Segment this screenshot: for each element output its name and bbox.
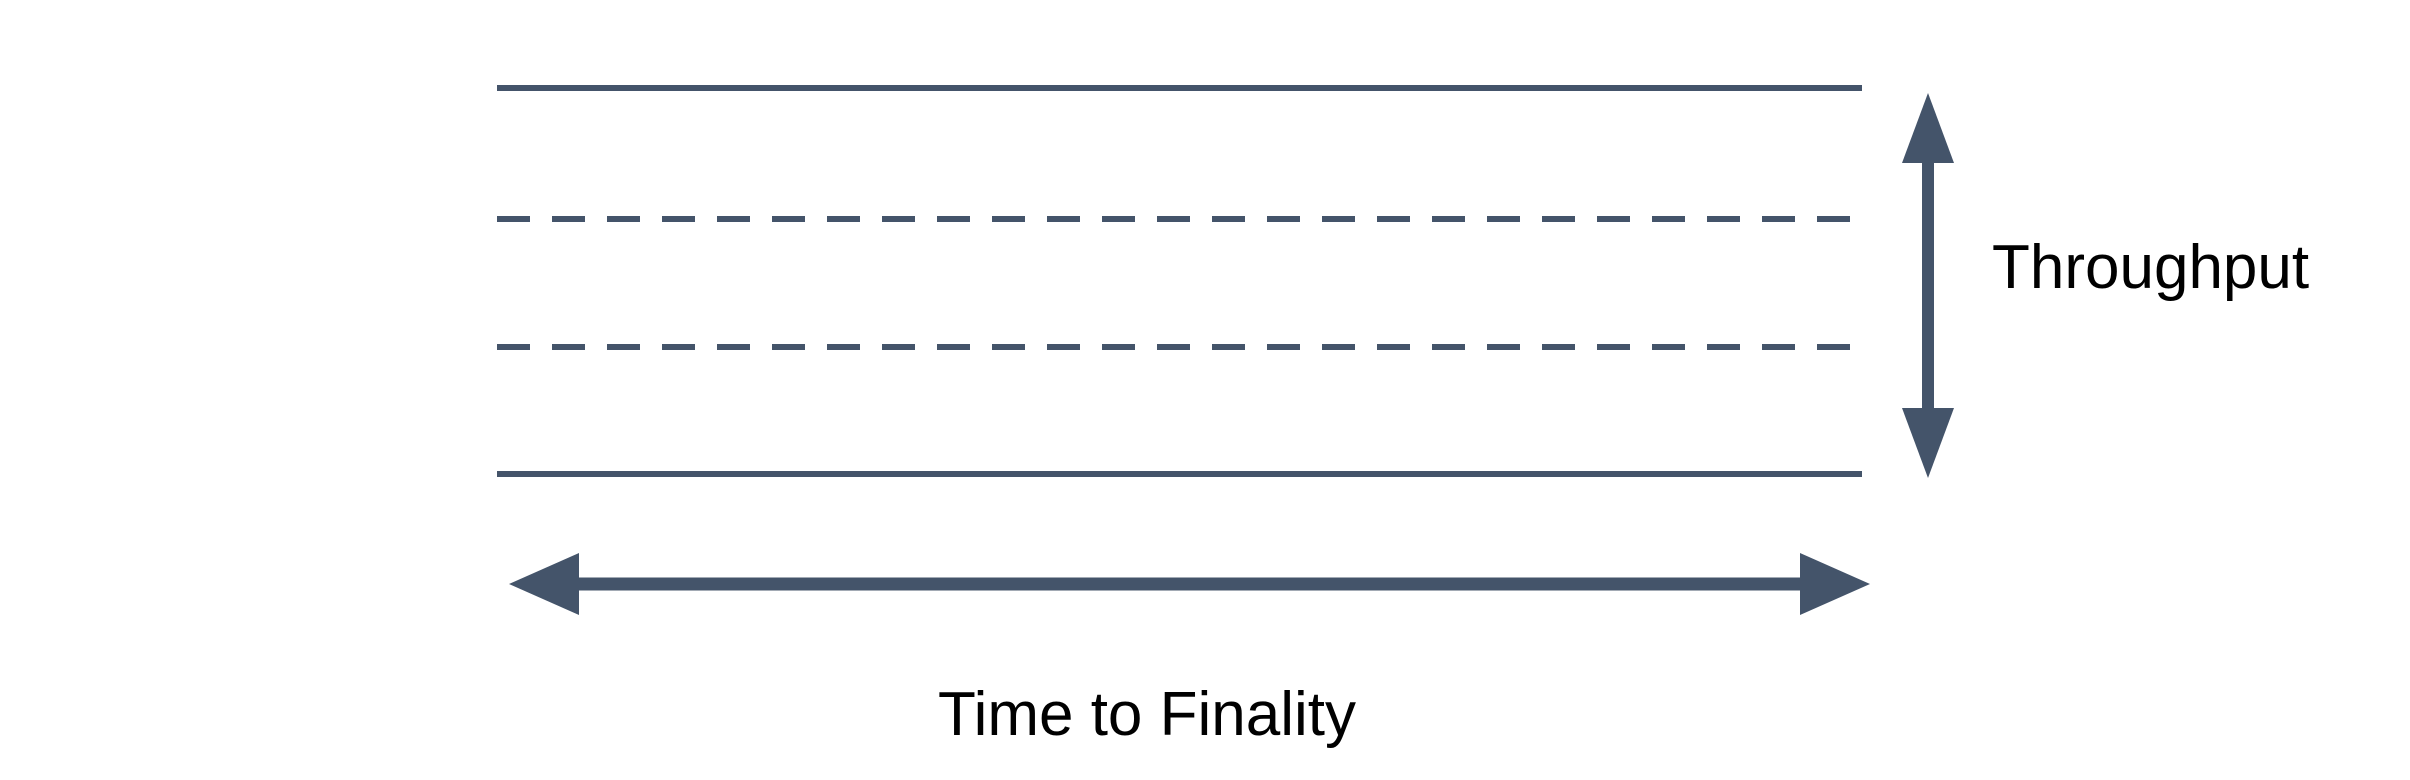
- lane-lines-group: [497, 85, 1862, 477]
- time-to-finality-arrow-head-left: [509, 553, 579, 615]
- throughput-arrow-head-up: [1902, 93, 1954, 163]
- time-to-finality-arrow: [509, 553, 1870, 615]
- time-to-finality-label: Time to Finality: [938, 680, 1357, 749]
- time-to-finality-arrow-head-right: [1800, 553, 1870, 615]
- time-to-finality-arrow-shaft: [579, 577, 1800, 591]
- throughput-arrow-shaft: [1922, 163, 1934, 408]
- throughput-label: Throughput: [1992, 233, 2310, 302]
- throughput-arrow-head-down: [1902, 408, 1954, 478]
- throughput-arrow: [1902, 93, 1954, 478]
